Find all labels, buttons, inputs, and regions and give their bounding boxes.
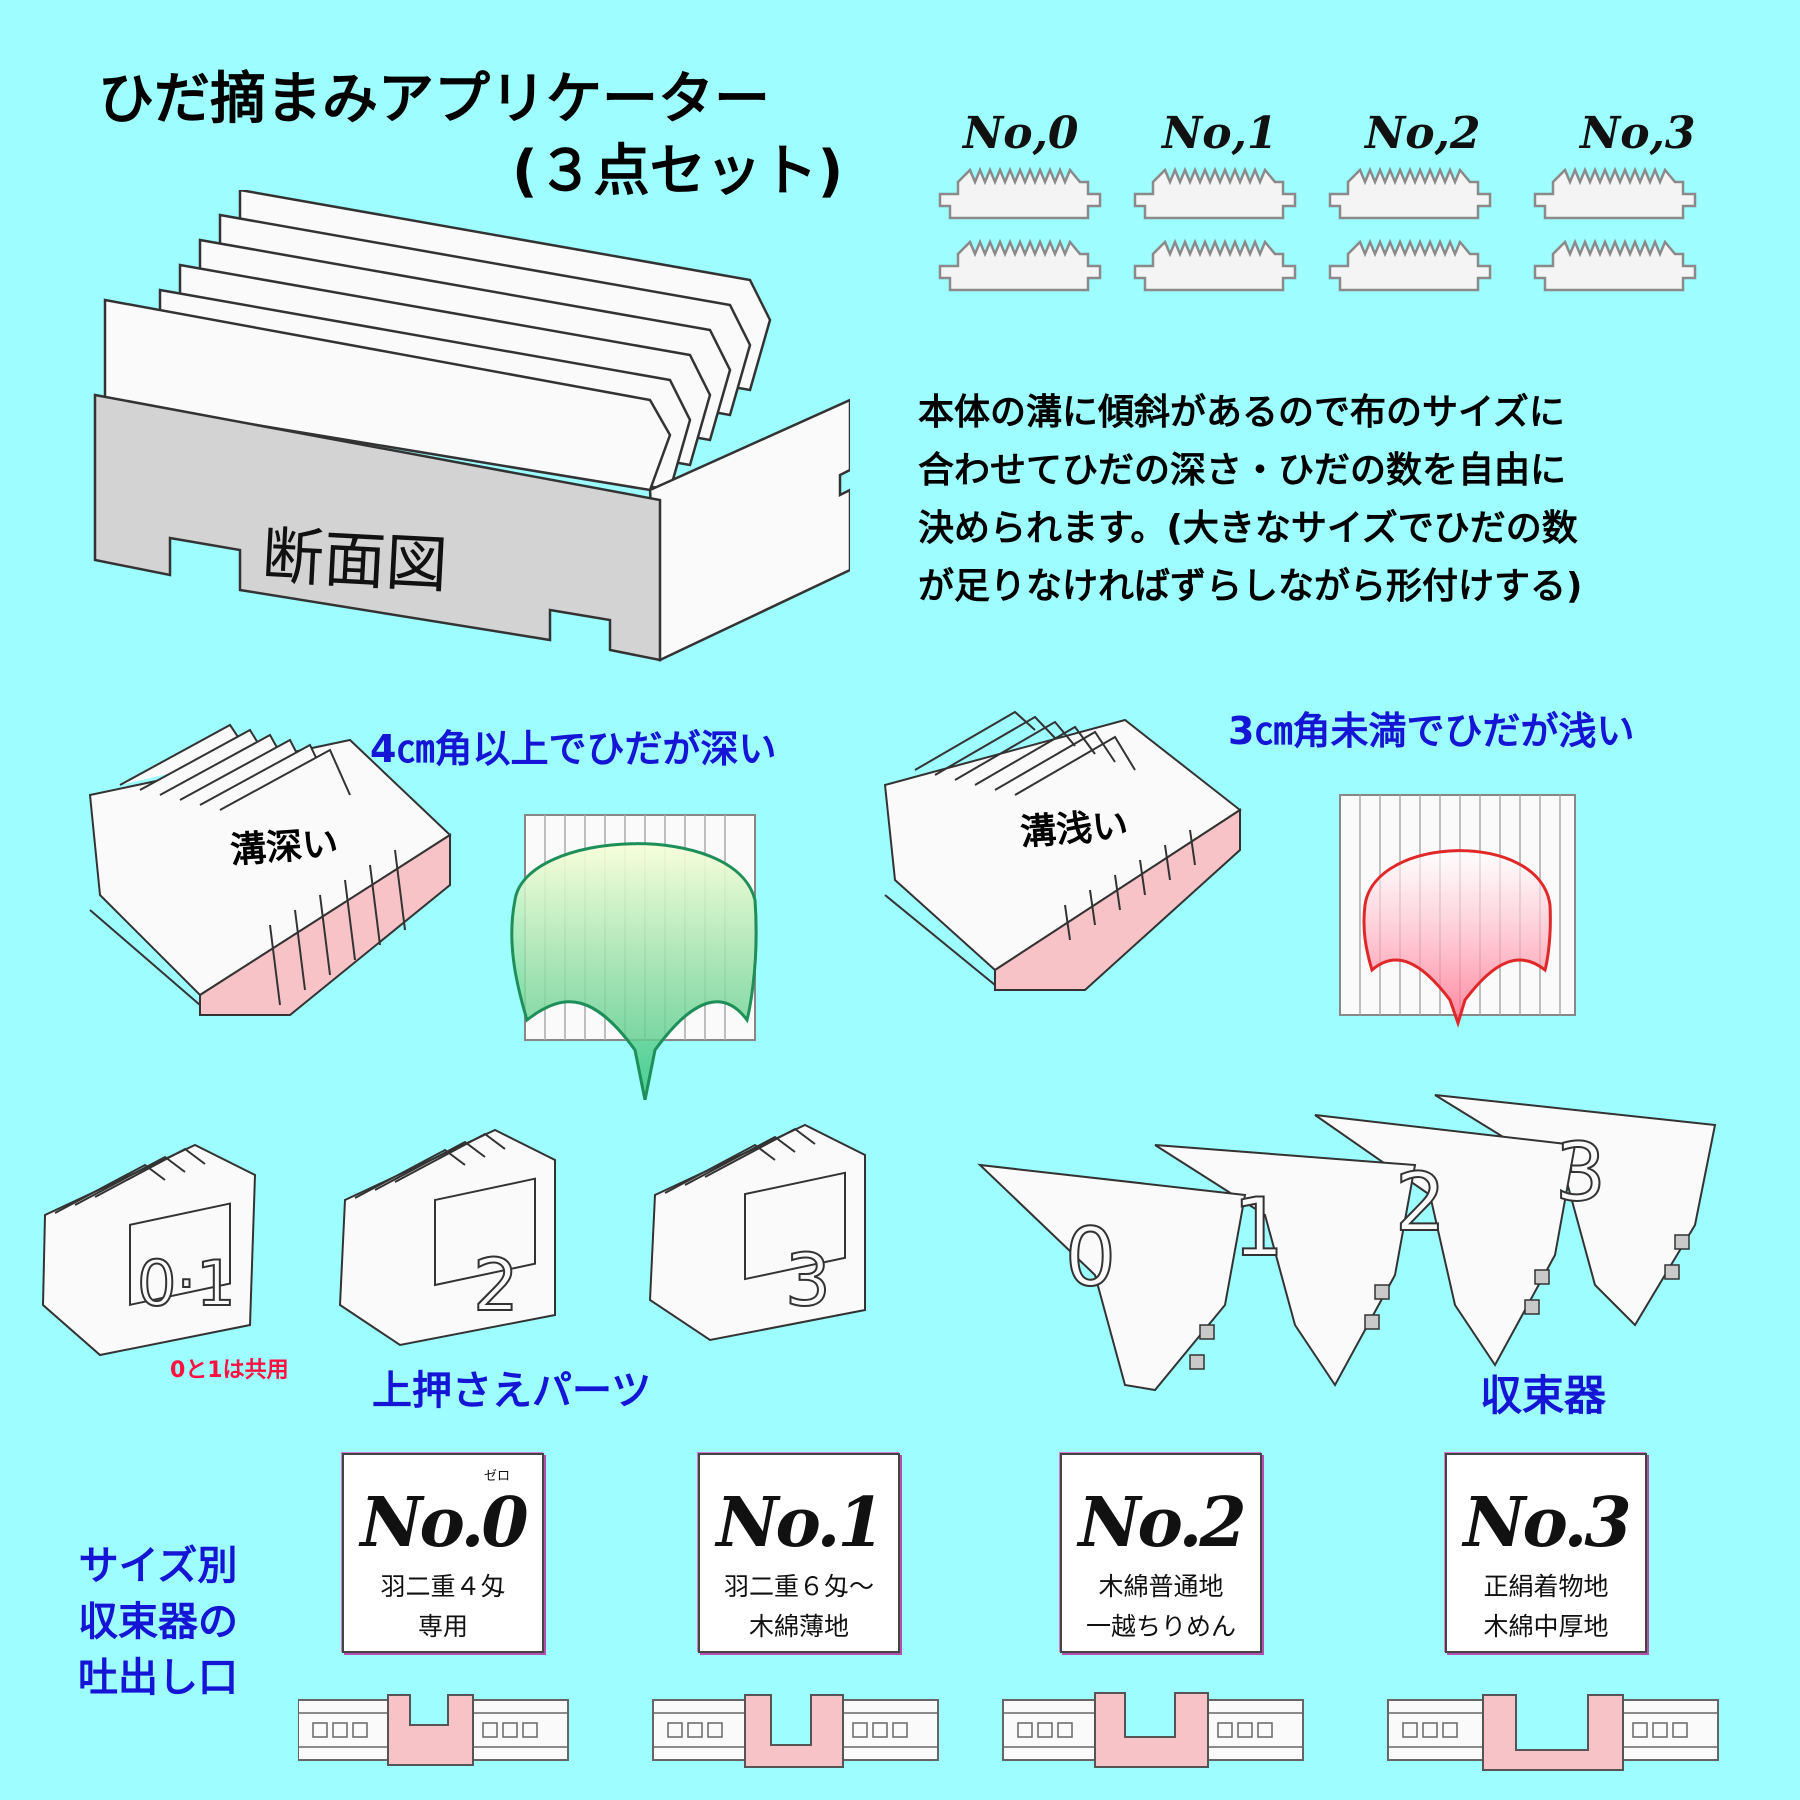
size-card-label-3: No.3 — [1463, 1483, 1631, 1563]
shallow-heading: 3㎝角未満でひだが浅い — [1228, 709, 1635, 753]
size-card-line-1a: 羽二重６匁～ — [723, 1572, 874, 1601]
comb-label-1: No,1 — [1162, 108, 1278, 159]
presser-part-3 — [648, 1123, 866, 1342]
size-card-label-0: No.0 — [360, 1483, 528, 1563]
deep-pleat-illustration — [510, 814, 758, 1100]
outlet-sections-illustration — [298, 1692, 1719, 1771]
converger-number-2: 2 — [1395, 1156, 1446, 1249]
description-line-1: 本体の溝に傾斜があるので布のサイズに — [918, 392, 1565, 433]
deep-heading: 4㎝角以上でひだが深い — [370, 727, 777, 771]
comb-label-3: No,3 — [1580, 108, 1696, 159]
converger-number-3: 3 — [1555, 1126, 1606, 1219]
shallow-groove-block — [883, 710, 1242, 991]
converger-0 — [977, 1163, 1247, 1392]
shallow-block-label: 溝浅い — [1018, 805, 1130, 854]
size-card-line-3a: 正絹着物地 — [1483, 1572, 1609, 1601]
presser-note: 0と1は共用 — [170, 1358, 289, 1383]
comb-pieces-illustration — [938, 168, 1697, 292]
presser-part-2 — [338, 1128, 556, 1347]
cross-section-illustration — [93, 190, 850, 662]
converger-illustration: 0 1 2 3 — [977, 1094, 1717, 1392]
outlet-label-line-2: 収束器の — [78, 1599, 238, 1645]
size-card-3: No.3 正絹着物地 木綿中厚地 — [1445, 1453, 1647, 1653]
converger-number-0: 0 — [1065, 1211, 1116, 1304]
presser-label: 上押さえパーツ — [372, 1368, 652, 1414]
presser-number-01: 0·1 — [137, 1247, 236, 1320]
deep-block-label: 溝深い — [228, 823, 340, 872]
converger-1 — [1154, 1144, 1417, 1387]
size-card-1: No.1 羽二重６匁～ 木綿薄地 — [698, 1453, 900, 1653]
shallow-pleat-illustration — [1339, 794, 1576, 1028]
description: 本体の溝に傾斜があるので布のサイズに 合わせてひだの深さ・ひだの数を自由に 決め… — [918, 384, 1582, 616]
size-card-line-3b: 木綿中厚地 — [1483, 1612, 1609, 1641]
outlet-section-3 — [1387, 1694, 1719, 1771]
size-card-line-2a: 木綿普通地 — [1098, 1572, 1224, 1601]
description-line-3: 決められます。(大きなサイズでひだの数 — [918, 508, 1578, 549]
converger-number-1: 1 — [1233, 1181, 1284, 1274]
comb-label-0: No,0 — [963, 108, 1079, 159]
size-card-label-1: No.1 — [716, 1483, 884, 1563]
description-line-4: が足りなければずらしながら形付けする) — [918, 566, 1583, 607]
size-card-2: No.2 木綿普通地 一越ちりめん — [1060, 1453, 1262, 1653]
size-card-0: ゼロ No.0 羽二重４匁 専用 — [342, 1453, 544, 1653]
size-card-label-2: No.2 — [1078, 1483, 1246, 1563]
size-card-line-1b: 木綿薄地 — [748, 1612, 849, 1641]
presser-number-2: 2 — [473, 1243, 519, 1327]
outlet-section-1 — [652, 1694, 939, 1768]
size-card-line-0b: 専用 — [417, 1612, 468, 1641]
presser-part-01 — [41, 1143, 257, 1357]
description-line-2: 合わせてひだの深さ・ひだの数を自由に — [918, 450, 1567, 491]
size-card-ruby-0: ゼロ — [483, 1469, 510, 1484]
outlet-label-line-3: 吐出し口 — [78, 1655, 238, 1701]
size-card-line-2b: 一越ちりめん — [1085, 1612, 1236, 1641]
comb-label-2: No,2 — [1365, 108, 1481, 159]
outlet-label: サイズ別 収束器の 吐出し口 — [78, 1538, 238, 1706]
presser-parts-illustration: 0·1 2 3 — [41, 1123, 866, 1357]
converger-2 — [1314, 1114, 1577, 1367]
size-card-line-0a: 羽二重４匁 — [380, 1572, 506, 1601]
title-line-2: (３点セット) — [512, 139, 844, 204]
converger-label: 収束器 — [1480, 1371, 1607, 1420]
outlet-section-2 — [1002, 1692, 1304, 1768]
deep-groove-block — [88, 723, 452, 1016]
outlet-label-line-1: サイズ別 — [78, 1543, 238, 1589]
title-line-1: ひだ摘まみアプリケーター — [98, 67, 770, 132]
outlet-section-0 — [298, 1694, 569, 1766]
presser-number-3: 3 — [785, 1238, 831, 1322]
cross-section-label: 断面図 — [259, 519, 450, 602]
